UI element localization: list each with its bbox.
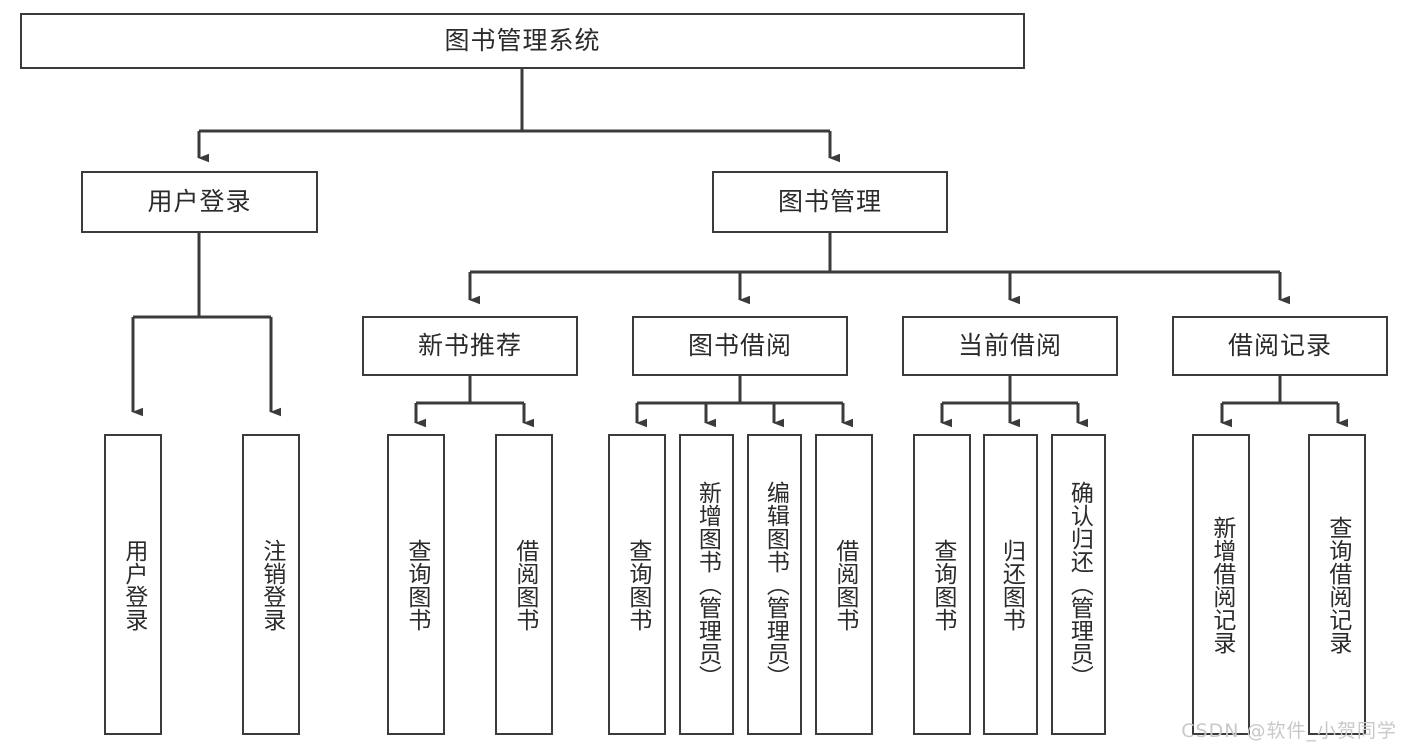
node-leaf-query-book-current[interactable]: 查询图书 <box>913 434 971 735</box>
node-leaf-borrow-book[interactable]: 借阅图书 <box>815 434 873 735</box>
node-leaf-add-borrow-record[interactable]: 新增借阅记录 <box>1192 434 1250 735</box>
node-label: 图书管理系统 <box>444 25 601 55</box>
node-label: 新书推荐 <box>417 330 522 360</box>
node-label: 用户登录 <box>147 186 252 216</box>
node-label: 查询图书 <box>403 538 430 631</box>
node-new-book-recommend[interactable]: 新书推荐 <box>362 316 578 376</box>
node-label: 确认归还（管理员） <box>1066 481 1093 688</box>
node-borrow-record[interactable]: 借阅记录 <box>1172 316 1388 376</box>
node-label: 查询借阅记录 <box>1324 515 1351 654</box>
node-label: 查询图书 <box>624 538 651 631</box>
node-leaf-edit-book[interactable]: 编辑图书（管理员） <box>747 434 802 735</box>
node-label: 借阅图书 <box>511 538 538 631</box>
node-label: 查询图书 <box>929 538 956 631</box>
node-label: 图书借阅 <box>687 330 792 360</box>
node-label: 当前借阅 <box>957 330 1062 360</box>
node-label: 用户登录 <box>120 538 147 631</box>
node-label: 借阅图书 <box>831 538 858 631</box>
node-label: 归还图书 <box>998 538 1025 631</box>
node-label: 图书管理 <box>777 186 882 216</box>
node-leaf-borrow-book-recommend[interactable]: 借阅图书 <box>495 434 553 735</box>
node-leaf-query-book-borrow[interactable]: 查询图书 <box>608 434 666 735</box>
node-leaf-return-book[interactable]: 归还图书 <box>983 434 1038 735</box>
node-label: 借阅记录 <box>1227 330 1332 360</box>
node-leaf-confirm-return[interactable]: 确认归还（管理员） <box>1051 434 1106 735</box>
node-leaf-add-book[interactable]: 新增图书（管理员） <box>679 434 734 735</box>
node-leaf-query-borrow-record[interactable]: 查询借阅记录 <box>1308 434 1366 735</box>
node-book-management[interactable]: 图书管理 <box>712 171 948 233</box>
node-current-borrow[interactable]: 当前借阅 <box>902 316 1118 376</box>
node-user-login[interactable]: 用户登录 <box>81 171 318 233</box>
node-book-borrow[interactable]: 图书借阅 <box>632 316 848 376</box>
node-leaf-logout[interactable]: 注销登录 <box>242 434 300 735</box>
node-label: 新增借阅记录 <box>1208 515 1235 654</box>
node-label: 新增图书（管理员） <box>694 481 721 688</box>
node-label: 注销登录 <box>258 538 285 631</box>
node-root-book-management-system[interactable]: 图书管理系统 <box>20 13 1025 69</box>
watermark-text: CSDN @软件_小贺同学 <box>1181 720 1397 742</box>
node-leaf-query-book-recommend[interactable]: 查询图书 <box>387 434 445 735</box>
node-leaf-user-login[interactable]: 用户登录 <box>104 434 162 735</box>
node-label: 编辑图书（管理员） <box>762 481 789 688</box>
